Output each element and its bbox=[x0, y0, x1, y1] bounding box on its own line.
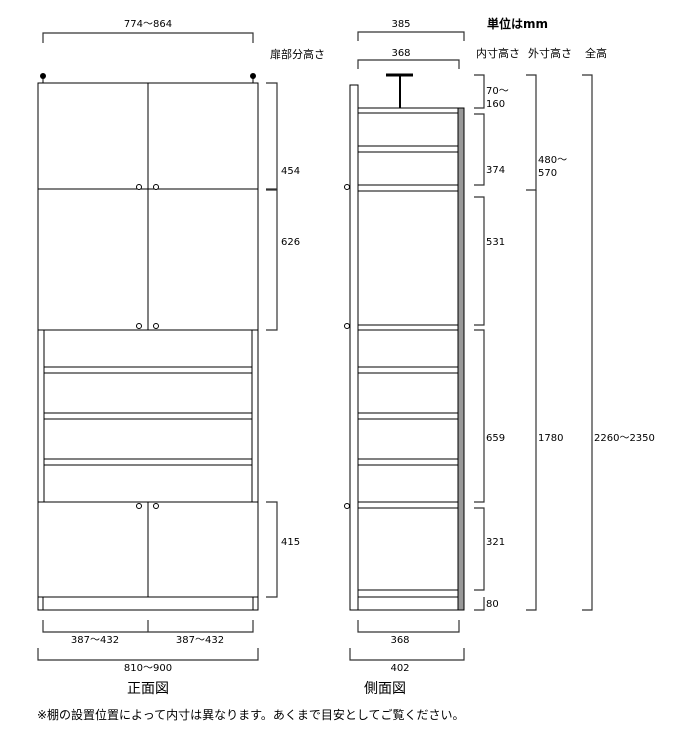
inner-height-top-2: 160 bbox=[486, 99, 505, 110]
inner-height-middle: 531 bbox=[486, 237, 505, 248]
top-width-label: 774〜864 bbox=[124, 19, 172, 30]
inner-height-upper: 374 bbox=[486, 165, 505, 176]
inner-height-open: 659 bbox=[486, 433, 505, 444]
outer-height-lower: 1780 bbox=[538, 433, 563, 444]
inner-height-base: 80 bbox=[486, 599, 499, 610]
door-knob-icon bbox=[136, 184, 159, 509]
door-height-bracket bbox=[266, 82, 278, 190]
inner-depth-bottom-label: 368 bbox=[390, 635, 409, 646]
door-height-middle: 626 bbox=[281, 237, 300, 248]
side-shelves bbox=[350, 145, 464, 611]
inner-height-dimensions: 70〜 160 374 531 659 321 80 bbox=[474, 74, 509, 611]
total-height-label: 2260〜2350 bbox=[594, 433, 655, 444]
door-height-lower: 415 bbox=[281, 537, 300, 548]
side-view: 385 368 368 402 側面図 bbox=[344, 19, 465, 697]
inner-height-lower: 321 bbox=[486, 537, 505, 548]
inner-height-header: 内寸高さ bbox=[476, 46, 520, 60]
door-height-header: 扉部分高さ bbox=[270, 47, 325, 61]
tension-pole-icon bbox=[386, 73, 413, 108]
back-panel bbox=[457, 107, 465, 611]
outer-depth-bracket bbox=[357, 31, 465, 41]
outer-height-dimensions: 480〜 570 1780 bbox=[526, 74, 567, 611]
inner-depth-label: 368 bbox=[391, 48, 410, 59]
door-width-right: 387〜432 bbox=[176, 635, 224, 646]
outer-height-upper-2: 570 bbox=[538, 168, 557, 179]
top-width-bracket bbox=[42, 32, 254, 43]
footnote: ※棚の設置位置によって内寸は異なります。あくまで目安としてご覧ください。 bbox=[37, 707, 465, 722]
total-width-label: 810〜900 bbox=[124, 663, 172, 674]
outer-depth-bottom-bracket bbox=[349, 648, 465, 661]
tension-pole-icon bbox=[40, 73, 256, 83]
total-height-dimension: 2260〜2350 bbox=[582, 74, 655, 611]
door-height-upper: 454 bbox=[281, 166, 300, 177]
door-width-left: 387〜432 bbox=[71, 635, 119, 646]
inner-height-top-1: 70〜 bbox=[486, 86, 509, 97]
outer-depth-bottom-label: 402 bbox=[390, 663, 409, 674]
door-width-bracket bbox=[42, 620, 254, 633]
unit-label: 単位はmm bbox=[487, 16, 548, 31]
door-height-bracket bbox=[266, 189, 278, 331]
total-height-header: 全高 bbox=[585, 46, 607, 60]
open-shelf-section bbox=[38, 330, 258, 503]
door-height-bracket bbox=[266, 501, 278, 598]
outer-height-upper-1: 480〜 bbox=[538, 155, 567, 166]
inner-depth-bottom-bracket bbox=[357, 620, 460, 633]
front-view-title: 正面図 bbox=[127, 681, 169, 697]
outer-depth-label: 385 bbox=[391, 19, 410, 30]
outer-height-header: 外寸高さ bbox=[528, 46, 572, 60]
door-knob-icon bbox=[344, 184, 350, 509]
side-door-panel bbox=[349, 84, 359, 611]
inner-depth-bracket bbox=[357, 59, 460, 69]
side-view-title: 側面図 bbox=[364, 681, 406, 697]
total-width-bracket bbox=[37, 648, 259, 661]
front-view: 774〜864 扉部分高さ 454 62 bbox=[37, 19, 325, 697]
